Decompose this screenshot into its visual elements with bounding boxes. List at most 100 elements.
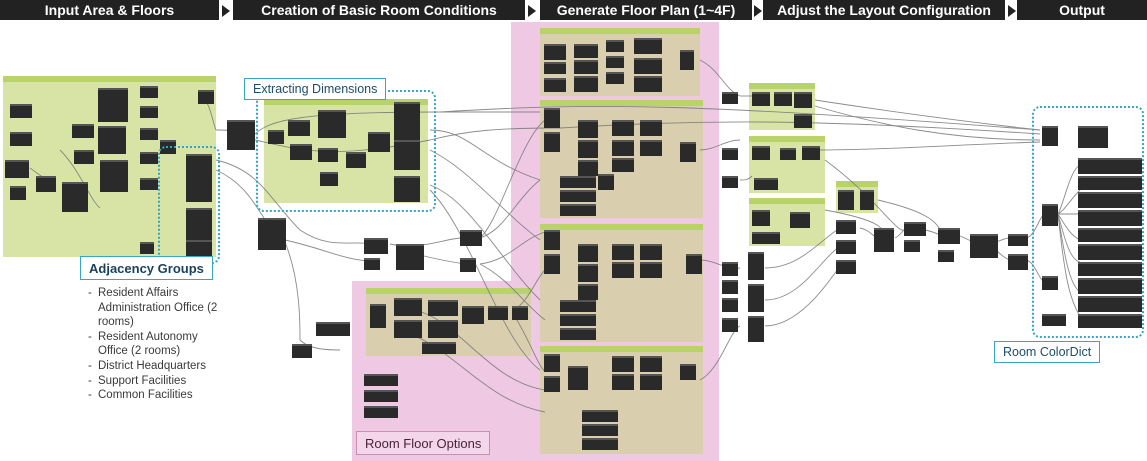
graph-node[interactable]: [290, 144, 312, 160]
graph-node[interactable]: [98, 126, 126, 154]
graph-node[interactable]: [774, 92, 792, 106]
graph-node[interactable]: [100, 160, 128, 192]
graph-node[interactable]: [10, 186, 26, 200]
graph-node[interactable]: [544, 62, 566, 74]
graph-node[interactable]: [640, 244, 662, 260]
graph-node[interactable]: [574, 60, 598, 74]
graph-node[interactable]: [364, 238, 388, 254]
graph-node[interactable]: [544, 354, 560, 372]
graph-node[interactable]: [560, 176, 596, 188]
graph-node[interactable]: [582, 424, 618, 436]
graph-node[interactable]: [288, 120, 310, 136]
graph-node[interactable]: [634, 58, 662, 74]
graph-node[interactable]: [140, 86, 158, 98]
graph-node[interactable]: [680, 142, 696, 162]
graph-node[interactable]: [364, 406, 398, 418]
graph-node[interactable]: [544, 132, 560, 152]
graph-node[interactable]: [748, 252, 764, 280]
graph-node[interactable]: [752, 210, 770, 226]
graph-node[interactable]: [582, 438, 618, 450]
graph-node[interactable]: [970, 234, 998, 258]
graph-node[interactable]: [686, 254, 702, 274]
graph-node[interactable]: [612, 244, 634, 260]
graph-node[interactable]: [574, 44, 598, 58]
graph-node[interactable]: [612, 120, 634, 136]
graph-node[interactable]: [874, 228, 894, 252]
graph-node[interactable]: [578, 264, 598, 282]
graph-node[interactable]: [1078, 192, 1142, 208]
graph-node[interactable]: [1008, 234, 1028, 246]
graph-node[interactable]: [722, 92, 738, 104]
graph-node[interactable]: [422, 342, 456, 354]
graph-node[interactable]: [462, 306, 484, 324]
graph-node[interactable]: [268, 130, 284, 144]
graph-node[interactable]: [754, 178, 778, 190]
graph-node[interactable]: [634, 38, 662, 54]
graph-node[interactable]: [612, 374, 634, 390]
graph-node[interactable]: [1078, 228, 1142, 242]
graph-node[interactable]: [794, 92, 812, 108]
graph-node[interactable]: [612, 140, 634, 156]
graph-node[interactable]: [10, 132, 32, 146]
graph-node[interactable]: [140, 152, 158, 164]
graph-node[interactable]: [722, 318, 738, 332]
graph-node[interactable]: [722, 298, 738, 312]
graph-node[interactable]: [368, 132, 390, 152]
graph-node[interactable]: [680, 50, 694, 70]
graph-node[interactable]: [364, 390, 398, 402]
graph-node[interactable]: [1078, 296, 1142, 312]
graph-node[interactable]: [428, 320, 458, 338]
graph-node[interactable]: [1078, 176, 1142, 190]
graph-node[interactable]: [186, 240, 212, 256]
graph-node[interactable]: [748, 284, 764, 312]
graph-node[interactable]: [722, 176, 738, 188]
graph-node[interactable]: [544, 376, 560, 392]
graph-node[interactable]: [612, 262, 634, 278]
graph-node[interactable]: [186, 208, 212, 240]
graph-node[interactable]: [640, 356, 662, 372]
graph-node[interactable]: [560, 314, 596, 326]
graph-node[interactable]: [836, 240, 856, 254]
graph-node[interactable]: [640, 120, 662, 136]
graph-node[interactable]: [1078, 158, 1142, 174]
graph-node[interactable]: [318, 148, 338, 162]
graph-node[interactable]: [1042, 204, 1058, 226]
graph-node[interactable]: [396, 244, 424, 270]
graph-node[interactable]: [227, 120, 255, 150]
graph-node[interactable]: [598, 174, 614, 190]
graph-node[interactable]: [904, 240, 920, 252]
graph-node[interactable]: [802, 146, 820, 160]
graph-node[interactable]: [394, 298, 422, 316]
graph-node[interactable]: [612, 158, 634, 172]
graph-node[interactable]: [5, 160, 29, 178]
graph-node[interactable]: [640, 140, 662, 156]
graph-node[interactable]: [1078, 278, 1142, 294]
graph-node[interactable]: [568, 366, 588, 390]
graph-node[interactable]: [790, 212, 810, 228]
graph-node[interactable]: [364, 374, 398, 386]
graph-node[interactable]: [36, 176, 56, 192]
graph-node[interactable]: [578, 244, 598, 262]
graph-node[interactable]: [10, 104, 32, 118]
graph-node[interactable]: [722, 262, 738, 276]
graph-node[interactable]: [574, 76, 598, 92]
graph-node[interactable]: [460, 230, 482, 246]
graph-node[interactable]: [680, 364, 696, 380]
graph-node[interactable]: [394, 320, 422, 338]
graph-node[interactable]: [722, 148, 738, 160]
graph-node[interactable]: [1078, 126, 1108, 148]
graph-node[interactable]: [938, 228, 960, 244]
graph-node[interactable]: [428, 300, 458, 316]
graph-node[interactable]: [640, 374, 662, 390]
graph-node[interactable]: [722, 280, 738, 294]
graph-node[interactable]: [140, 242, 154, 254]
graph-node[interactable]: [578, 140, 598, 158]
graph-node[interactable]: [860, 190, 874, 210]
graph-node[interactable]: [346, 152, 366, 168]
graph-node[interactable]: [544, 230, 560, 250]
graph-node[interactable]: [752, 146, 770, 160]
graph-node[interactable]: [74, 150, 94, 164]
graph-node[interactable]: [612, 356, 634, 372]
graph-node[interactable]: [582, 410, 618, 422]
graph-node[interactable]: [752, 232, 780, 244]
